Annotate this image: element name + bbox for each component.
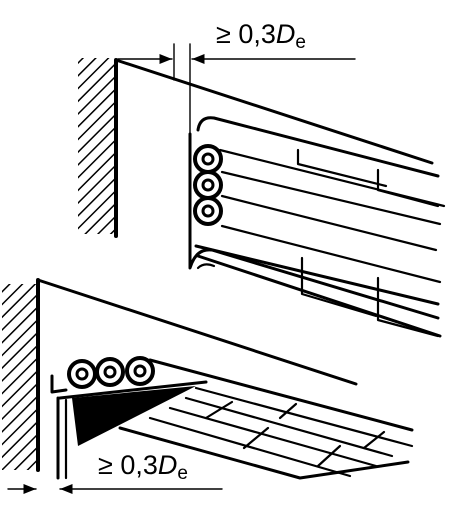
- vertical-tray-hook: [196, 263, 216, 270]
- vertical-tray-top-flange: [196, 116, 440, 178]
- top-clearance-dimension: ≥ 0,3De: [117, 19, 356, 135]
- bottom-clearance-label: ≥ 0,3De: [98, 450, 188, 484]
- vertical-cable-tray: [188, 116, 446, 338]
- vertical-cable-3: [193, 196, 223, 226]
- bottom-wall: [2, 278, 358, 472]
- bottom-wall-upper-edge: [36, 278, 358, 386]
- horizontal-cable-2: [95, 357, 125, 387]
- horizontal-tray-front-lip: [50, 374, 68, 394]
- horizontal-tray-outer-edge: [118, 426, 410, 480]
- vertical-tray-rung-2: [376, 168, 440, 208]
- vertical-tray-bottom-flange: [194, 244, 440, 306]
- horizontal-tray-rail-1: [194, 386, 414, 448]
- vertical-tray-rung-3: [300, 256, 378, 318]
- bottom-clearance-dimension: ≥ 0,3De: [7, 450, 223, 495]
- horizontal-tray-rung-5: [362, 430, 386, 450]
- horizontal-tray-rung-4: [316, 444, 342, 468]
- top-clearance-label: ≥ 0,3De: [216, 19, 306, 53]
- horizontal-tray-rung-1: [204, 400, 234, 420]
- vertical-cables: [193, 144, 223, 226]
- horizontal-cable-tray: [50, 358, 414, 480]
- bottom-clearance-operator: ≥ 0,3: [98, 450, 158, 480]
- top-wall-upper-edge: [114, 58, 434, 165]
- bottom-clearance-symbol: D: [158, 450, 178, 480]
- vertical-tray-rung-1: [296, 148, 388, 188]
- top-clearance-subscript: e: [295, 32, 306, 53]
- top-clearance-operator: ≥ 0,3: [216, 19, 276, 49]
- vertical-cable-1: [193, 144, 223, 174]
- vertical-cable-2: [193, 170, 223, 200]
- horizontal-tray-bracket-edge: [58, 380, 208, 400]
- bottom-wall-hatching: [2, 284, 38, 470]
- horizontal-cable-3: [125, 356, 155, 386]
- horizontal-tray-rail-4: [148, 416, 352, 478]
- vertical-tray-rail-4: [220, 224, 442, 284]
- top-wall: [78, 58, 434, 238]
- horizontal-tray-rail-2: [184, 396, 394, 458]
- horizontal-tray-rail-3: [168, 406, 378, 468]
- horizontal-tray-rung-2: [278, 402, 298, 420]
- vertical-tray-rail-2: [220, 170, 442, 226]
- horizontal-tray-rung-3: [242, 426, 270, 450]
- horizontal-tray-top-edge: [148, 358, 414, 432]
- vertical-tray-back-plate: [188, 132, 440, 320]
- bottom-clearance-subscript: e: [177, 463, 188, 484]
- vertical-tray-lower-edge: [196, 254, 442, 338]
- horizontal-cable-1: [67, 359, 97, 389]
- horizontal-cables: [67, 356, 155, 389]
- horizontal-tray-bracket: [72, 386, 196, 446]
- top-wall-hatching: [78, 58, 116, 234]
- top-clearance-symbol: D: [276, 19, 296, 49]
- vertical-tray-rail-3: [220, 194, 438, 252]
- vertical-tray-rung-4: [376, 276, 440, 338]
